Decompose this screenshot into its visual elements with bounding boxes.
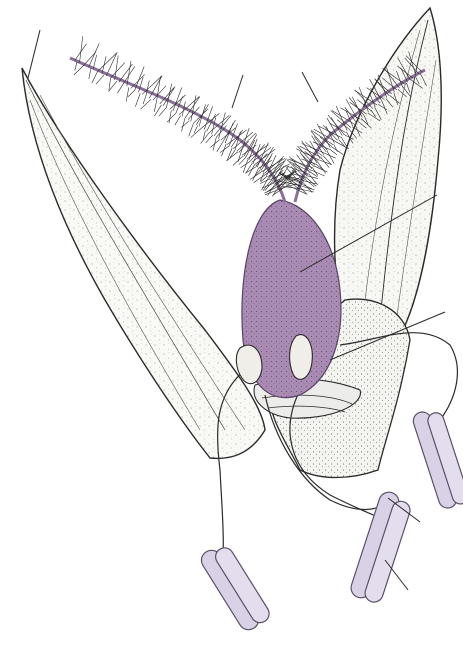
stigma-hair [75,44,87,61]
stigma-hair [231,130,243,147]
stigma-hair [213,137,216,150]
anther-lower-left [198,540,273,633]
stigma-hair [159,108,167,117]
stigma-hair [74,65,84,75]
stigma-hair [226,152,237,161]
stigma-hair [301,188,308,195]
stigma-hair [169,110,171,123]
stigma-hair [300,189,314,192]
stigma-hair [98,52,118,71]
stigma-hair [246,163,253,174]
stigma-hair [106,53,116,76]
stigma-hair [89,43,100,67]
stigma-hair [201,133,210,144]
stigma-hair [217,142,223,152]
leader-line-glume [28,30,40,78]
leader-line-stigma-right [302,72,318,102]
stigma-hair [154,102,156,112]
stigma-hair [92,72,98,84]
stigma-hair [167,113,176,122]
anther-right [411,406,463,510]
stigma-hair [84,52,96,65]
stigma-hair [96,75,104,84]
stigma-hair [126,87,129,101]
stigma-hair [143,96,146,104]
stigma-hair [334,144,338,152]
stigma-hair [318,162,326,173]
stigma-hair [128,90,135,96]
stigma-hair [141,99,152,109]
stigma-hair [93,55,96,69]
leader-line-stigma-left [232,75,243,108]
stigma-hair [111,63,125,78]
stigma-hair [321,158,329,168]
stigma-hair [75,62,77,71]
stigma-hair [312,170,325,176]
stigma-hair [233,156,243,166]
stigma-hair [175,116,181,126]
stigma-hair [222,144,227,156]
right-glume [335,8,442,340]
stigma-hair [246,167,256,173]
stigma-hair [260,173,264,181]
stigma-hair [89,68,91,79]
left-glume [22,68,265,458]
stigma-hair [135,93,140,106]
stigma-hair [310,172,317,177]
anther-lower-middle [348,490,413,605]
stigma-hair [189,123,194,136]
stigma-hair [117,84,123,93]
stigma-hair [249,165,255,176]
stigma-hair [109,78,111,90]
stigma-hair [227,148,232,161]
stigma-hair [115,56,119,81]
stigma-hair [238,154,241,162]
stigma-hairs-left [74,36,300,196]
